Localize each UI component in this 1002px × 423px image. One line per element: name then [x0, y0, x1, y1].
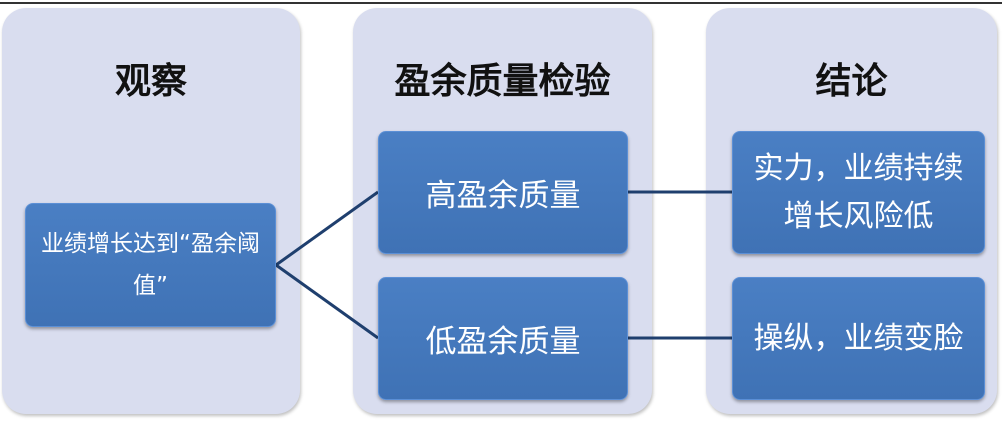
observation-box: 业绩增长达到“盈余阈值”: [25, 203, 276, 327]
low-quality-box: 低盈余质量: [378, 277, 628, 400]
connector-line: [275, 263, 379, 340]
high-quality-box: 高盈余质量: [378, 131, 628, 254]
top-border-line: [0, 2, 1002, 4]
conclusion-low-box: 操纵，业绩变脸: [732, 277, 985, 400]
column-title: 观察: [114, 61, 187, 102]
connector-line: [275, 190, 379, 267]
conclusion-high-box: 实力，业绩持续增长风险低: [732, 131, 985, 254]
column-title: 盈余质量检验: [394, 61, 611, 102]
column-title: 结论: [815, 61, 888, 102]
